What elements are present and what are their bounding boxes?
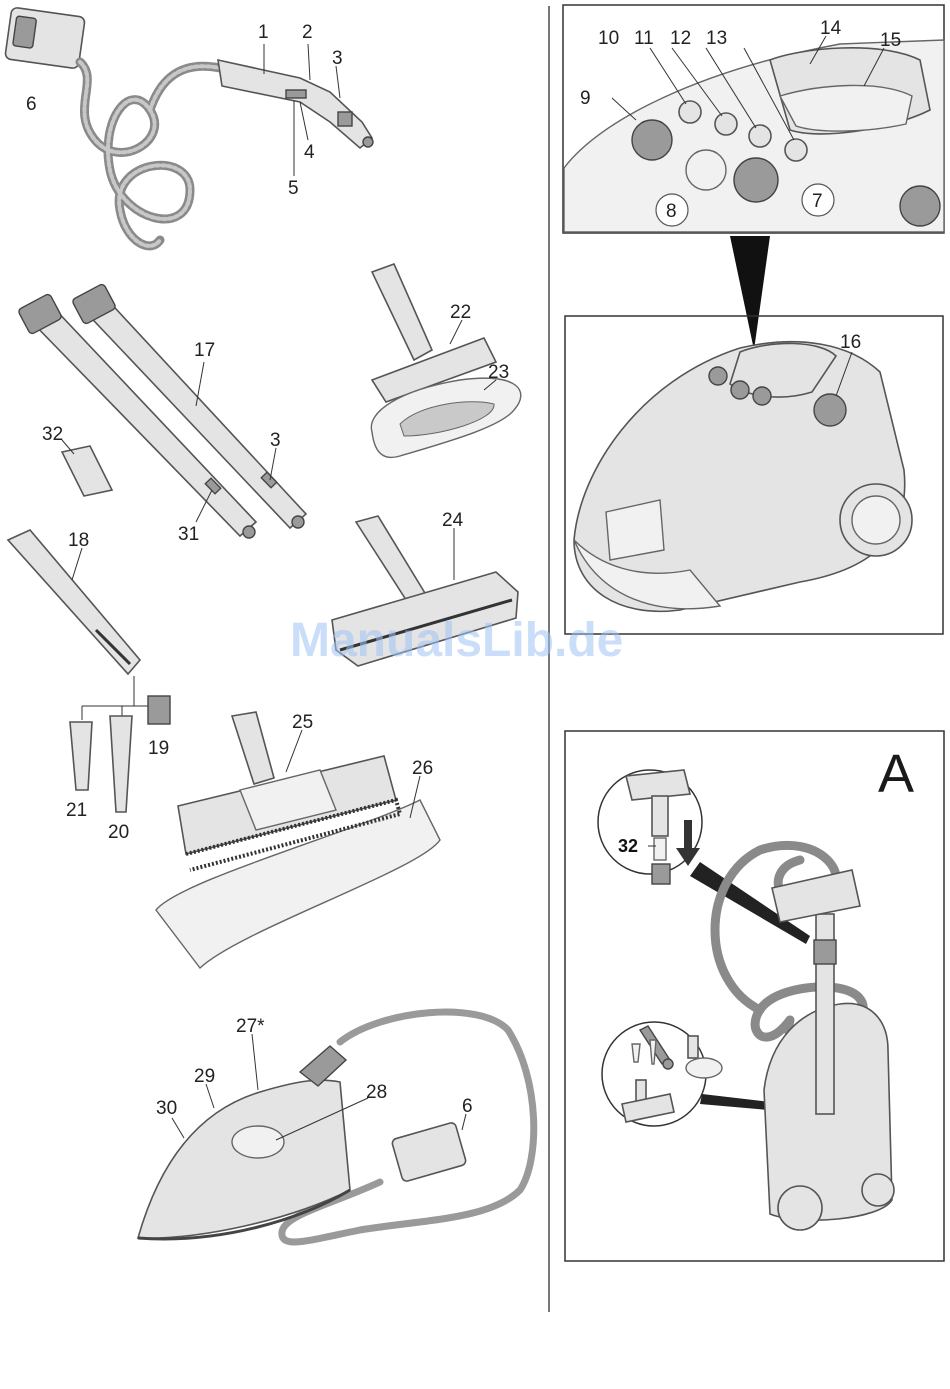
seal-part: 32 <box>42 424 112 496</box>
callout-32: 32 <box>42 424 63 445</box>
knob-9 <box>632 120 672 160</box>
callout-2: 2 <box>302 22 313 43</box>
callout-12: 12 <box>670 28 691 49</box>
callout-25: 25 <box>292 712 313 733</box>
callout-19: 19 <box>148 738 169 759</box>
callout-23: 23 <box>488 362 509 383</box>
callout-6: 6 <box>26 94 37 115</box>
callout-20: 20 <box>108 822 129 843</box>
callout-16: 16 <box>840 332 861 353</box>
steam-hose-assembly <box>5 7 373 246</box>
callout-6-iron: 6 <box>462 1096 473 1117</box>
callout-14: 14 <box>820 18 842 39</box>
callout-32-figure-a: 32 <box>618 836 638 856</box>
callout-7: 7 <box>812 191 823 212</box>
button-11 <box>715 113 737 135</box>
callout-21: 21 <box>66 800 87 821</box>
mounted-nozzle <box>772 870 860 922</box>
button-10 <box>679 101 701 123</box>
extension-tubes <box>18 283 306 538</box>
callout-18: 18 <box>68 530 89 551</box>
round-brush-19 <box>148 696 170 724</box>
callout-8: 8 <box>666 201 677 222</box>
callout-24: 24 <box>442 510 464 531</box>
attachment-20 <box>110 716 132 812</box>
callout-22: 22 <box>450 302 471 323</box>
callout-10: 10 <box>598 28 619 49</box>
callout-26: 26 <box>412 758 433 779</box>
callout-17: 17 <box>194 340 215 361</box>
button-12 <box>749 125 771 147</box>
callout-3-tube: 3 <box>270 430 281 451</box>
callout-13: 13 <box>706 28 727 49</box>
watermark: ManualsLib.de <box>290 614 623 667</box>
extension-tube-right <box>80 296 306 528</box>
callout-15: 15 <box>880 30 901 51</box>
callout-3: 3 <box>332 48 343 69</box>
knob-7 <box>734 158 778 202</box>
dial-8 <box>686 150 726 190</box>
callout-28: 28 <box>366 1082 387 1103</box>
button-13 <box>785 139 807 161</box>
floor-nozzle-set: 25 26 <box>156 712 440 968</box>
detail-nozzle-set: 18 19 20 21 <box>8 530 170 843</box>
callout-4: 4 <box>304 142 315 163</box>
iron-connector <box>391 1122 467 1182</box>
callout-1: 1 <box>258 22 269 43</box>
hand-brush-set: 22 23 <box>371 264 520 457</box>
control-panel-detail: 10 11 12 13 14 15 9 8 7 <box>563 5 944 233</box>
figure-a: A 32 <box>565 731 944 1261</box>
attachment-21 <box>70 722 92 790</box>
steam-knob <box>814 394 846 426</box>
figure-a-label: A <box>878 744 914 804</box>
callout-27: 27* <box>236 1016 265 1037</box>
callout-11: 11 <box>634 28 654 49</box>
callout-31: 31 <box>178 524 199 545</box>
steam-iron-set: 27* 28 29 30 6 <box>138 1012 534 1242</box>
main-unit-view: 16 <box>565 316 943 634</box>
handgrip <box>218 60 372 148</box>
zoom-indicator <box>730 236 770 350</box>
callout-5: 5 <box>288 178 299 199</box>
callout-9: 9 <box>580 88 591 109</box>
callout-30: 30 <box>156 1098 177 1119</box>
callout-29: 29 <box>194 1066 215 1087</box>
iron-knob <box>232 1126 284 1158</box>
